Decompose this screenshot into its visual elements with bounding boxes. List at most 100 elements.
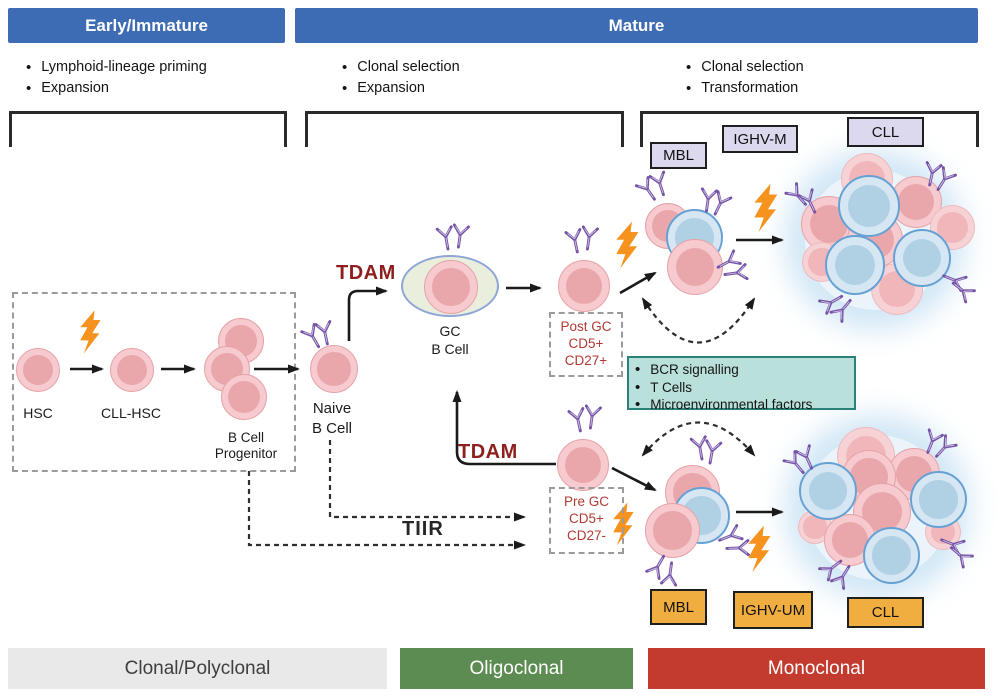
cell-nucleus <box>432 268 470 306</box>
antibody-icon <box>567 407 589 434</box>
antibody-icon <box>564 228 586 255</box>
clonality-bar-oligoclonal: Oligoclonal <box>400 648 633 689</box>
antibody-icon <box>300 323 327 352</box>
cll-cluster-cell-blue <box>863 527 920 584</box>
cell-nucleus <box>565 447 601 483</box>
gc-b-cell <box>401 255 499 317</box>
early-bullet-list: Lymphoid-lineage priming Expansion <box>26 57 207 99</box>
bullet-text: Transformation <box>701 80 799 96</box>
dashed-tiir-from-progenitor <box>247 471 526 550</box>
factors-box: BCR signalling T Cells Microenvironmenta… <box>627 356 856 412</box>
cell-nucleus <box>832 522 868 558</box>
clonality-label: Clonal/Polyclonal <box>124 657 271 679</box>
lightning-icon <box>754 183 778 233</box>
cell-nucleus <box>116 354 148 386</box>
factor-item: Microenvironmental factors <box>635 396 854 414</box>
cell-nucleus <box>675 247 715 287</box>
naive-b-cell-label: Naive B Cell <box>292 399 372 439</box>
annotation-line: CD5+ <box>568 336 604 351</box>
bracket-early <box>9 111 287 147</box>
bracket-mature-left <box>305 111 624 147</box>
antibody-icon <box>707 190 733 219</box>
cll-hsc-label: CLL-HSC <box>101 405 161 421</box>
gc-b-cell-inner <box>424 260 478 314</box>
label-line: B Cell <box>311 420 352 437</box>
b-cell-progenitor-cell <box>221 374 267 420</box>
b-cell-progenitor-label: B Cell Progenitor <box>196 430 296 462</box>
cell-nucleus <box>566 268 602 304</box>
cell-nucleus <box>898 184 934 220</box>
label-line: B Cell <box>227 430 264 445</box>
annotation-line: Post GC <box>560 319 612 334</box>
post-gc-b-cell <box>558 260 610 312</box>
mbl-label-unmutated: MBL <box>650 589 707 625</box>
pre-gc-b-cell <box>557 439 609 491</box>
clonality-label: Oligoclonal <box>469 657 564 679</box>
tdam-bottom-label: TDAM <box>458 441 518 463</box>
cell-nucleus <box>22 354 54 386</box>
bullet-item: Expansion <box>342 78 460 99</box>
label-line: GC <box>439 323 461 339</box>
cll-hsc-cell <box>110 348 154 392</box>
antibody-icon <box>722 263 749 284</box>
bullet-item: Clonal selection <box>342 57 459 78</box>
antibody-icon <box>697 187 718 214</box>
clonality-bar-monoclonal: Monoclonal <box>648 648 985 689</box>
bullet-text: Expansion <box>357 80 425 96</box>
stage-header-mature-label: Mature <box>608 15 665 35</box>
bullet-text: Expansion <box>41 80 109 96</box>
annotation-line: CD27- <box>566 528 606 543</box>
cell-nucleus <box>848 185 890 227</box>
ighv-um-label: IGHV-UM <box>733 591 813 629</box>
bullet-item: Expansion <box>26 78 207 99</box>
mbl-label-mutated: MBL <box>650 142 707 169</box>
dashed-arc-factors-top <box>641 297 756 344</box>
label-line: Progenitor <box>214 446 278 461</box>
hsc-label: HSC <box>23 405 53 421</box>
antibody-icon <box>929 434 958 463</box>
label-line: B Cell <box>431 341 469 357</box>
antibody-icon <box>449 223 470 250</box>
bullet-item: Clonal selection <box>686 57 804 78</box>
clonality-label: Monoclonal <box>767 657 866 679</box>
annotation-line: CD27+ <box>564 353 608 368</box>
cll-label-mutated: CLL <box>847 117 924 147</box>
ighv-m-label: IGHV-M <box>722 125 798 153</box>
bullet-item: Transformation <box>686 78 804 99</box>
cll-cluster-cell-blue <box>893 229 951 287</box>
arrow-postgc-to-mbl <box>619 271 657 295</box>
arrow-tdam-naive-to-gc <box>347 286 388 341</box>
annotation-line: CD5+ <box>569 511 604 526</box>
cll-cluster-cell-blue <box>799 462 857 520</box>
bullet-item: Lymphoid-lineage priming <box>26 57 207 78</box>
antibody-icon <box>648 170 672 199</box>
antibody-icon <box>689 435 711 462</box>
cell-nucleus <box>808 471 848 511</box>
factor-item: T Cells <box>635 379 854 397</box>
cell-nucleus <box>919 480 958 519</box>
cell-nucleus <box>902 238 942 278</box>
antibody-icon <box>581 404 602 431</box>
early-stage-dashed-box <box>12 292 296 472</box>
stage-header-early-label: Early/Immature <box>85 15 208 35</box>
mature-right-bullet-list: Clonal selection Transformation <box>686 57 804 99</box>
cll-cluster-cell-blue <box>825 235 885 295</box>
cell-nucleus <box>803 515 827 539</box>
antibody-icon <box>634 176 662 205</box>
antibody-icon <box>578 225 599 252</box>
factor-text: BCR signalling <box>650 362 739 377</box>
stage-header-early: Early/Immature <box>8 8 285 43</box>
clonality-bar-polyclonal: Clonal/Polyclonal <box>8 648 387 689</box>
post-gc-annotation: Post GC CD5+ CD27+ <box>549 312 623 377</box>
antibody-icon <box>660 560 681 587</box>
cll-cluster-cell-blue <box>910 471 967 528</box>
cell-nucleus <box>317 352 351 386</box>
factor-text: T Cells <box>650 379 693 395</box>
hsc-cell <box>16 348 60 392</box>
label-line: Naive <box>312 400 352 417</box>
bullet-text: Clonal selection <box>701 59 804 75</box>
antibody-icon <box>947 276 976 304</box>
pre-gc-annotation: Pre GC CD5+ CD27- <box>549 487 624 554</box>
tdam-top-label: TDAM <box>336 262 396 284</box>
